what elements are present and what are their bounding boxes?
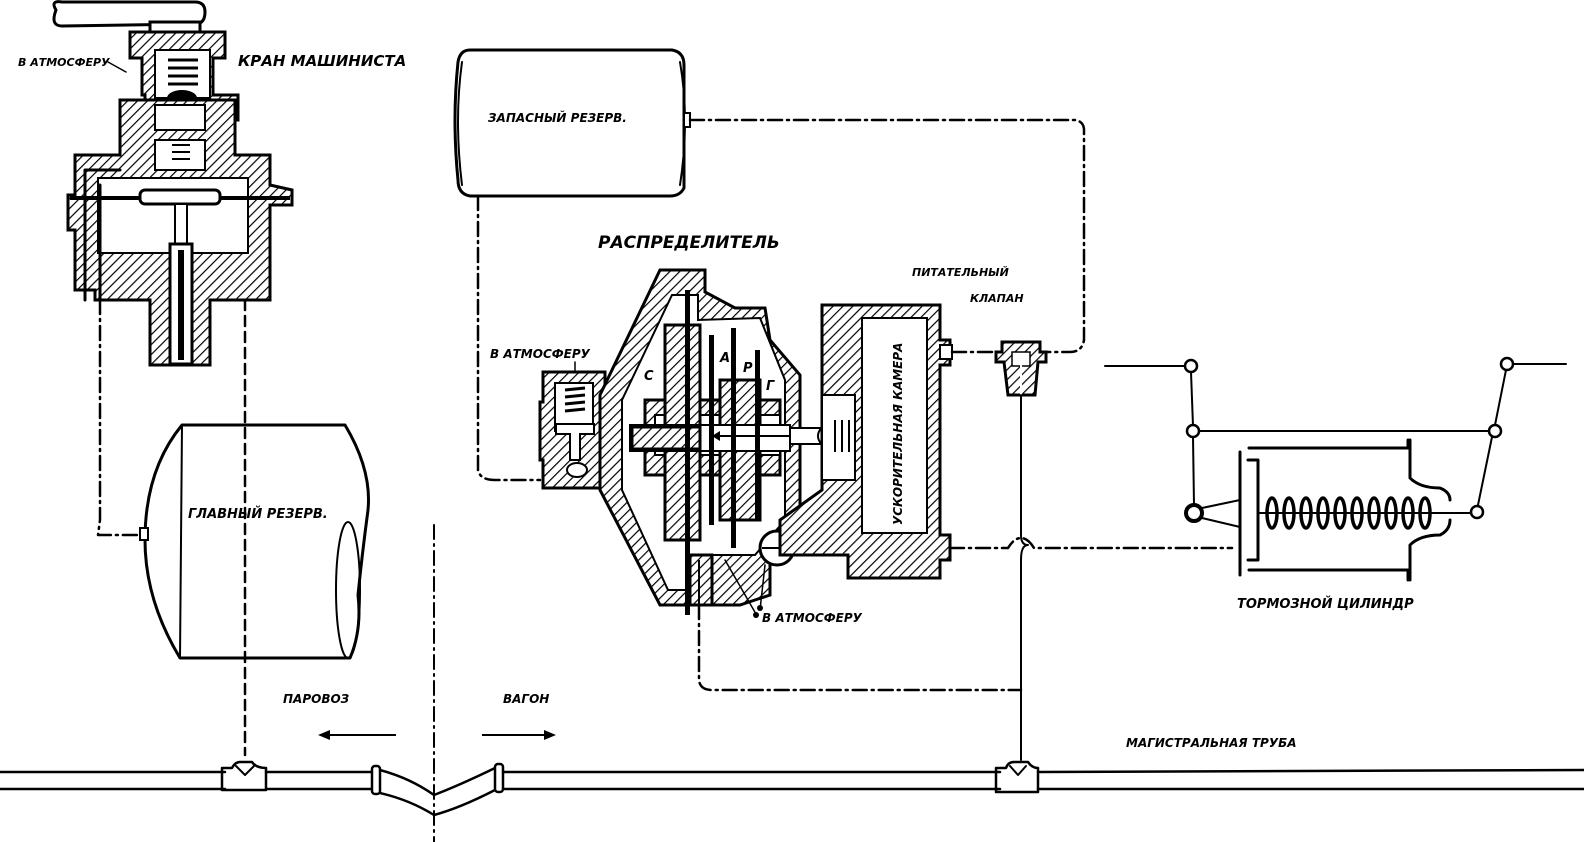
label-chamber-c: С: [644, 369, 654, 384]
pipe-reserve-to-feed-valve: [688, 118, 1086, 354]
label-chamber-p: Р: [743, 361, 753, 376]
main-reservoir: [139, 423, 370, 660]
spring-icon: [1265, 496, 1432, 530]
label-chamber-a: А: [719, 351, 730, 366]
reserve-tank: [453, 48, 691, 198]
leader-line: [107, 61, 127, 73]
spring-coil: [1350, 496, 1364, 530]
acceleration-chamber: [778, 303, 953, 580]
label-distributor: РАСПРЕДЕЛИТЕЛЬ: [598, 233, 780, 253]
brake-cylinder: [1104, 356, 1567, 582]
pipe-feed-valve-to-brake-pipe: [1020, 394, 1029, 761]
spring-coil: [1299, 496, 1313, 530]
spring-coil: [1384, 496, 1398, 530]
arrow-left-icon: [318, 730, 396, 740]
spring-coil: [1367, 496, 1381, 530]
label-feed-valve-line1: ПИТАТЕЛЬНЫЙ: [912, 266, 1009, 279]
label-to-atmosphere-distributor: В АТМОСФЕРУ: [490, 347, 591, 361]
arrow-right-icon: [482, 730, 556, 740]
valve-handle: [52, 0, 207, 28]
spring-coil: [1316, 496, 1330, 530]
leader-line: [724, 559, 766, 615]
label-chamber-g: Г: [766, 379, 775, 394]
label-locomotive: ПАРОВОЗ: [283, 692, 350, 706]
spring-coil: [1282, 496, 1296, 530]
label-brake-pipe: МАГИСТРАЛЬНАЯ ТРУБА: [1126, 736, 1297, 750]
label-main-reservoir: ГЛАВНЫЙ РЕЗЕРВ.: [188, 506, 328, 522]
label-to-atmosphere-bottom: В АТМОСФЕРУ: [762, 611, 863, 625]
label-acceleration-chamber: УСКОРИТЕЛЬНАЯ КАМЕРА: [891, 343, 905, 525]
pipe-distributor-to-brake-pipe: [697, 603, 1023, 692]
feed-valve: [994, 340, 1048, 397]
label-feed-valve-line2: КЛАПАН: [970, 292, 1024, 305]
label-brake-cylinder: ТОРМОЗНОЙ ЦИЛИНДР: [1237, 596, 1414, 612]
spring-coil: [1418, 496, 1432, 530]
label-wagon: ВАГОН: [503, 692, 549, 706]
distributor: [538, 268, 849, 615]
spring-coil: [1333, 496, 1347, 530]
pipe-reserve-to-distributor: [476, 194, 542, 482]
pipe-to-brake-cylinder: [948, 536, 1234, 550]
brake-pipe: [0, 760, 1584, 817]
label-reserve-tank: ЗАПАСНЫЙ РЕЗЕРВ.: [488, 110, 627, 125]
pipe-main-reservoir-to-valve: [96, 298, 142, 537]
drivers-valve: [52, 0, 294, 367]
spring-coil: [1265, 496, 1279, 530]
label-to-atmosphere-driver: В АТМОСФЕРУ: [18, 56, 110, 69]
label-drivers-valve: КРАН МАШИНИСТА: [238, 52, 406, 70]
spring-coil: [1401, 496, 1415, 530]
